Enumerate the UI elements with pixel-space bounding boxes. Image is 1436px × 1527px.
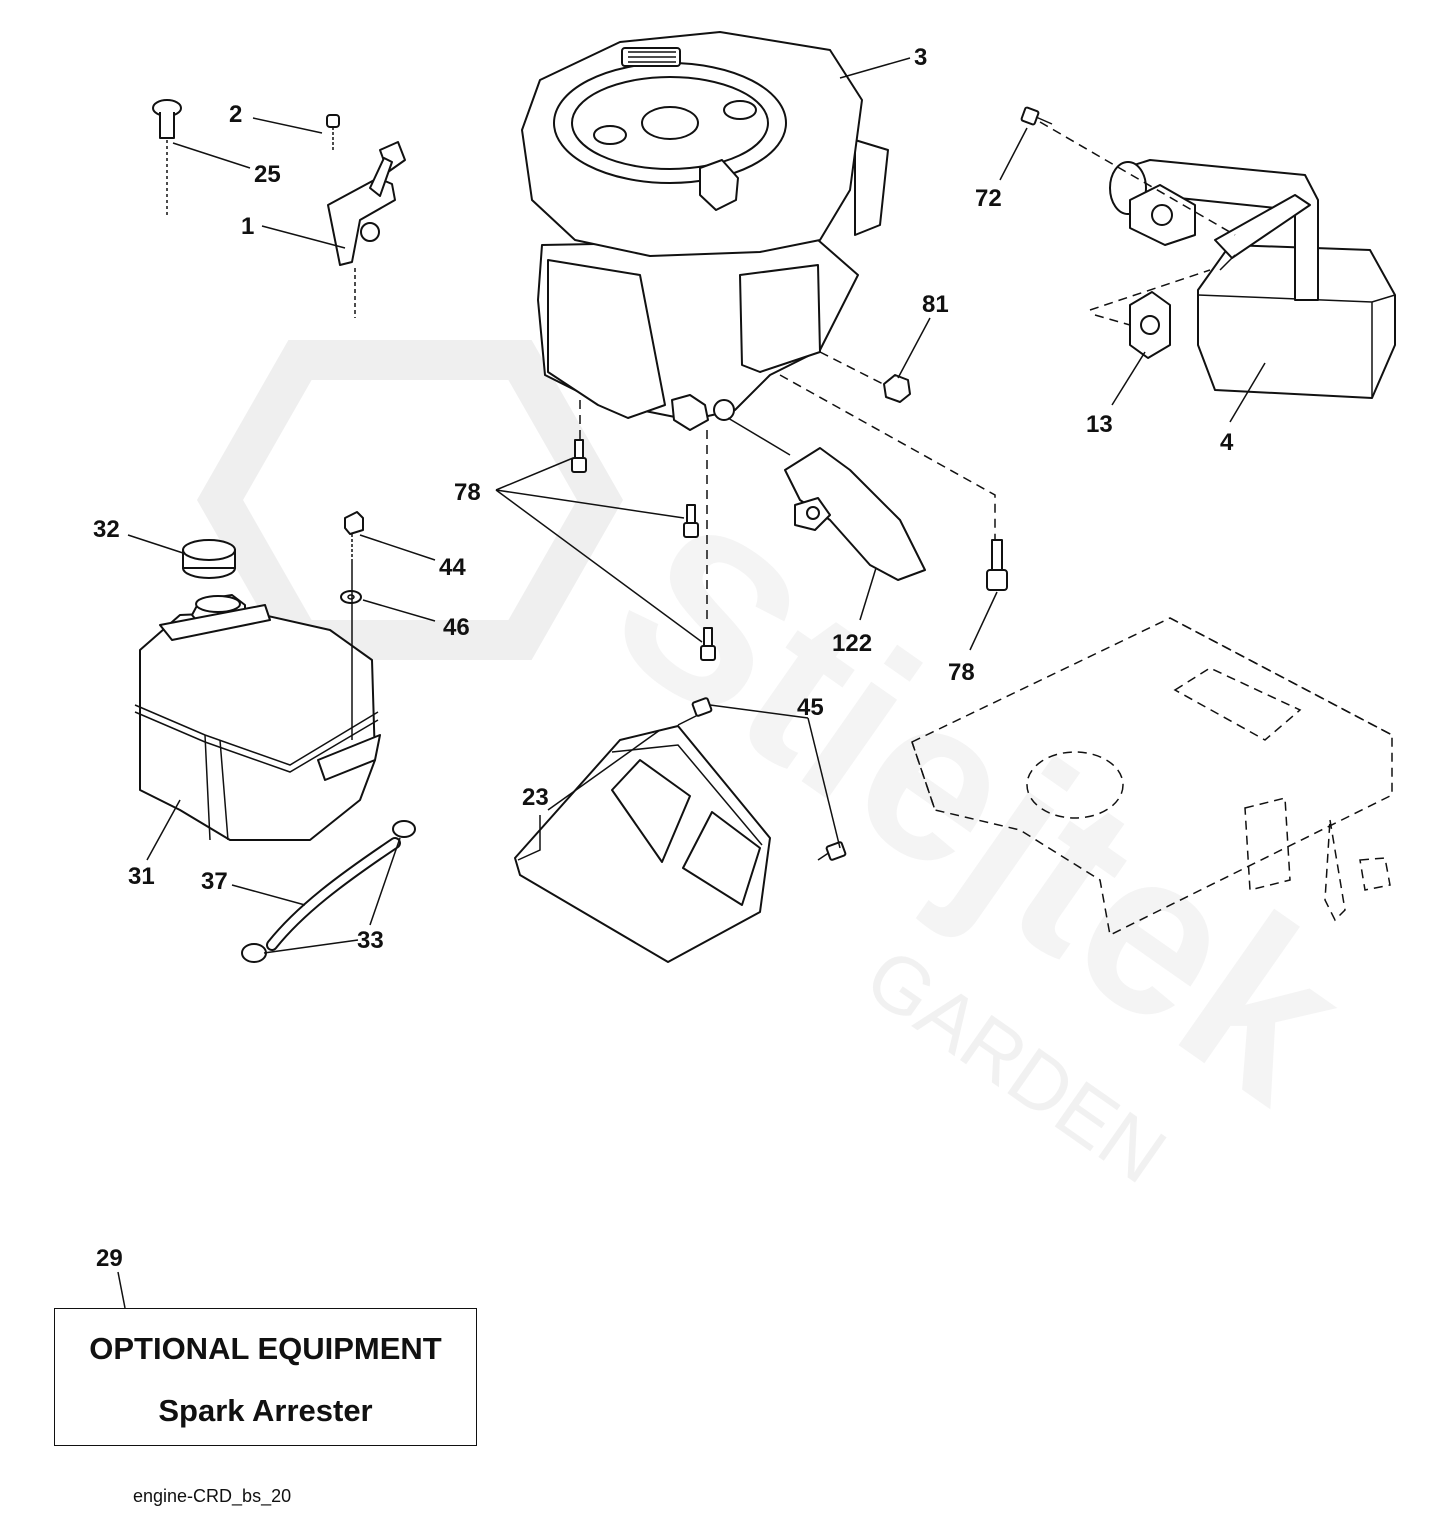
callout-122: 122	[832, 630, 872, 657]
callout-32: 32	[93, 516, 120, 543]
part-gasket-13	[1129, 291, 1171, 359]
callout-72: 72	[975, 185, 1002, 212]
callout-46: 46	[443, 614, 470, 641]
watermark-logo-icon	[196, 340, 624, 660]
callouts: 2 25 1 3 72 81 13 4 78 32 44 46 122 78 4…	[93, 44, 1234, 1272]
callout-78-b: 78	[948, 659, 975, 686]
part-plate-23	[514, 725, 771, 963]
optional-equipment-title: OPTIONAL EQUIPMENT	[89, 1331, 442, 1366]
callout-45: 45	[797, 694, 824, 721]
callout-37: 37	[201, 868, 228, 895]
callout-2: 2	[229, 101, 242, 128]
diagram-caption: engine-CRD_bs_20	[133, 1486, 292, 1506]
part-washer-46	[340, 590, 362, 604]
frame-outline	[911, 617, 1393, 937]
callout-3: 3	[914, 44, 927, 71]
part-bolts-45	[677, 697, 847, 861]
part-bolts-78	[571, 439, 1008, 661]
part-clamps-33	[241, 820, 416, 963]
callout-44: 44	[439, 554, 466, 581]
callout-25: 25	[254, 161, 281, 188]
leader-lines	[117, 57, 1266, 1309]
callout-4: 4	[1220, 429, 1234, 456]
callout-33: 33	[357, 927, 384, 954]
callout-78-a: 78	[454, 479, 481, 506]
part-deflector-122	[784, 447, 926, 581]
callout-29: 29	[96, 1245, 123, 1272]
part-bolt-72	[1020, 106, 1053, 126]
callout-23: 23	[522, 784, 549, 811]
callout-31: 31	[128, 863, 155, 890]
part-screw-44	[344, 511, 364, 560]
part-choke-knob	[152, 99, 182, 218]
part-screw-2	[326, 114, 340, 152]
part-fuel-tank	[134, 594, 381, 841]
part-nut-81	[883, 374, 911, 403]
part-fuel-cap	[182, 539, 236, 579]
spark-arrester-label: Spark Arrester	[158, 1393, 373, 1428]
callout-81: 81	[922, 291, 949, 318]
part-muffler	[1109, 159, 1396, 399]
part-fuel-line	[266, 837, 401, 951]
callout-1: 1	[241, 213, 254, 240]
callout-13: 13	[1086, 411, 1113, 438]
part-throttle-control	[327, 141, 406, 318]
optional-equipment-box: OPTIONAL EQUIPMENT Spark Arrester	[54, 1308, 477, 1446]
part-engine	[521, 31, 889, 431]
